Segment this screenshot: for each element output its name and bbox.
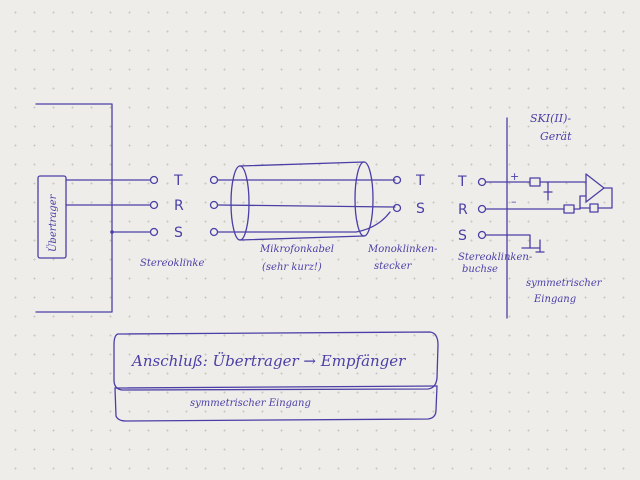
sleeve-wire — [485, 234, 531, 249]
plug-label-2: stecker — [374, 261, 413, 272]
jack-terminal-s — [149, 227, 159, 237]
plus-sign: + — [510, 170, 519, 183]
plug-letter-s: S — [416, 201, 425, 217]
socket-terminal-r — [477, 204, 487, 214]
cable-terminal-s — [209, 227, 219, 237]
opamp-triangle — [585, 173, 605, 203]
jack-letter-t: T — [173, 173, 183, 189]
plug-terminal-t — [392, 175, 402, 185]
socket-label-1: Stereoklinken- — [458, 252, 533, 263]
cable-terminal-t — [209, 175, 219, 185]
cable-label-2: (sehr kurz!) — [262, 262, 322, 273]
cable-end-left — [230, 165, 250, 241]
feedback-resistor — [589, 203, 599, 213]
plug-letter-t: T — [415, 173, 425, 189]
opamp-output — [597, 187, 613, 209]
plug-label-1: Monoklinken- — [367, 244, 438, 255]
junction-dot — [110, 230, 114, 234]
transformer-box — [37, 175, 67, 259]
jack-letter-r: R — [174, 198, 184, 214]
title-text: Anschluß: Übertrager → Empfänger — [130, 352, 406, 370]
plug-terminal-s — [392, 203, 402, 213]
device-letter-t: T — [457, 174, 467, 190]
minus-sign: – — [511, 195, 517, 208]
cable-label-1: Mikrofonkabel — [259, 244, 334, 255]
device-letter-s: S — [458, 228, 467, 244]
jack-label: Stereoklinke — [140, 258, 204, 269]
subtitle-text: symmetrischer Eingang — [190, 398, 311, 409]
title-divider — [114, 385, 438, 389]
socket-terminal-s — [477, 230, 487, 240]
device-outline-left — [35, 103, 113, 313]
ground-symbol — [521, 239, 545, 253]
cable-shield — [239, 161, 365, 241]
device-label-1: SKI(II)- — [530, 112, 571, 125]
title-box — [113, 331, 439, 391]
input-wire-minus-2 — [573, 195, 587, 210]
device-letter-r: R — [458, 202, 468, 218]
jack-letter-s: S — [174, 225, 183, 241]
resistor-minus — [563, 204, 575, 214]
cable-wire-s — [217, 211, 391, 233]
cable-terminal-r — [209, 200, 219, 210]
device-label-2: Gerät — [540, 130, 572, 143]
cable-wire-r — [217, 204, 396, 208]
jack-terminal-r — [149, 200, 159, 210]
sym-input-label-2: Eingang — [533, 294, 576, 305]
cable-end-right — [354, 161, 374, 237]
resistor-plus — [529, 177, 541, 187]
socket-label-2: buchse — [462, 264, 498, 275]
subtitle-box-bottom — [114, 385, 438, 422]
transformer-label: Übertrager — [47, 193, 59, 252]
jack-terminal-t — [149, 175, 159, 185]
sym-input-label-1: symmetrischer — [526, 278, 603, 289]
socket-terminal-t — [477, 177, 487, 187]
bias-resistor — [543, 181, 553, 201]
